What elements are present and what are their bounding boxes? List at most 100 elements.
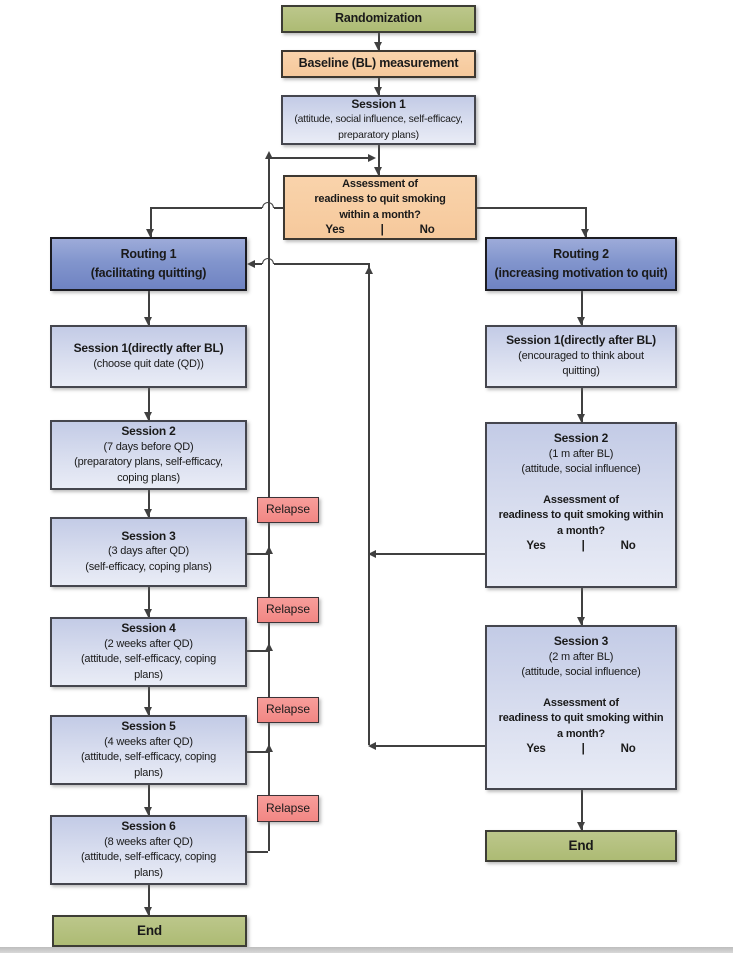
session-detail: quitting) [562, 365, 600, 378]
assessment-text: Assessment of [342, 177, 418, 190]
flow-line [247, 553, 268, 555]
flow-line [247, 751, 268, 753]
flow-line [378, 78, 380, 95]
arrowhead-down [373, 87, 382, 95]
no-label: No [620, 540, 636, 552]
assessment-text: a month? [557, 524, 605, 537]
yes-no-row: Yes | No [325, 223, 434, 239]
yes-label: Yes [526, 540, 546, 552]
session-detail: (2 weeks after QD) [104, 637, 193, 650]
randomization-box: Randomization [281, 5, 476, 33]
arrowhead-down [576, 317, 585, 325]
randomization-label: Randomization [335, 11, 422, 26]
assessment-text: readiness to quit smoking within [498, 509, 664, 521]
relapse-box: Relapse [257, 795, 319, 822]
session-detail: (1 m after BL) [548, 447, 614, 460]
flow-line [150, 207, 152, 237]
relapse-box: Relapse [257, 497, 319, 523]
session-title: Session 2 [553, 431, 609, 445]
yes-no-row: Yes | No [526, 539, 635, 555]
flow-line [581, 790, 583, 830]
end-label: End [137, 923, 162, 939]
baseline-label: Baseline (BL) measurement [298, 56, 459, 71]
routing-title: Routing 1 [120, 247, 177, 261]
left-session4-box: Session 4 (2 weeks after QD) (attitude, … [50, 617, 247, 687]
flow-line [581, 588, 583, 625]
arrowhead-down [576, 414, 585, 422]
flow-line [148, 785, 150, 815]
routing1-box: Routing 1 (facilitating quitting) [50, 237, 247, 291]
flow-line [148, 490, 150, 517]
flow-line [254, 263, 262, 265]
session-detail: (attitude, social influence, self-effica… [294, 114, 463, 126]
flow-line [148, 687, 150, 715]
arrowhead-down [143, 317, 152, 325]
session-detail: (encouraged to think about [518, 349, 644, 362]
divider: | [380, 224, 384, 236]
session-detail: (3 days after QD) [108, 545, 189, 558]
arrowhead-down [143, 412, 152, 420]
arrowhead-up [264, 744, 273, 752]
session-detail: (preparatory plans, self-efficacy, [74, 456, 223, 468]
flow-line [581, 291, 583, 325]
session-detail: (attitude, self-efficacy, coping [80, 851, 217, 863]
flow-line [375, 553, 485, 555]
session-detail: (7 days before QD) [103, 440, 194, 453]
arrowhead-up [264, 546, 273, 554]
routing-subtitle: (increasing motivation to quit) [494, 266, 668, 280]
left-end-box: End [52, 915, 247, 947]
session-detail: plans) [134, 766, 163, 779]
assessment-text: Assessment of [543, 493, 619, 506]
yes-return-line [368, 263, 370, 745]
session-detail: (attitude, social influence) [521, 666, 641, 678]
flow-line [378, 145, 380, 175]
flow-line [585, 207, 587, 237]
session-title: Session 2 [121, 424, 176, 438]
divider: | [581, 540, 585, 552]
flow-line [247, 650, 268, 652]
arrowhead-down [373, 167, 382, 175]
session-detail: (2 m after BL) [548, 650, 614, 663]
divider: | [581, 743, 585, 755]
line-hop [262, 258, 274, 264]
arrowhead-down [145, 229, 154, 237]
session-detail: (choose quit date (QD)) [93, 357, 204, 370]
end-label: End [568, 838, 594, 854]
assessment-text: within a month? [339, 208, 421, 221]
arrowhead-down [576, 822, 585, 830]
flow-line [581, 388, 583, 422]
session-title: Session 5 [121, 719, 176, 733]
session-title: Session 4 [121, 621, 176, 635]
right-session3-box: Session 3 (2 m after BL) (attitude, soci… [485, 625, 677, 790]
flow-line [148, 885, 150, 915]
session-detail: coping plans) [117, 471, 180, 484]
session-title: Session 6 [121, 819, 176, 833]
right-end-box: End [485, 830, 677, 862]
session-detail: (attitude, self-efficacy, coping [80, 653, 217, 665]
flow-line [148, 587, 150, 617]
assessment-text: readiness to quit smoking [314, 193, 446, 205]
arrowhead-up [364, 266, 373, 274]
arrowhead-up [264, 151, 273, 159]
bottom-edge-bar [0, 947, 733, 953]
arrowhead-up [264, 643, 273, 651]
flow-line [148, 388, 150, 420]
left-session2-box: Session 2 (7 days before QD) (preparator… [50, 420, 247, 490]
arrowhead-down [143, 907, 152, 915]
assessment-box: Assessment of readiness to quit smoking … [283, 175, 477, 240]
line-hop [262, 202, 274, 208]
flow-line [150, 207, 262, 209]
session-detail: (8 weeks after QD) [104, 835, 193, 848]
yes-label: Yes [325, 224, 345, 236]
session-detail: (attitude, self-efficacy, coping [80, 751, 217, 763]
relapse-label: Relapse [265, 702, 311, 717]
left-session3-box: Session 3 (3 days after QD) (self-effica… [50, 517, 247, 587]
flow-line [274, 263, 369, 265]
arrowhead-down [373, 42, 382, 50]
arrowhead-down [143, 609, 152, 617]
session-detail: plans) [134, 866, 163, 879]
flow-line [274, 207, 283, 209]
arrowhead-down [143, 707, 152, 715]
no-label: No [620, 743, 636, 755]
